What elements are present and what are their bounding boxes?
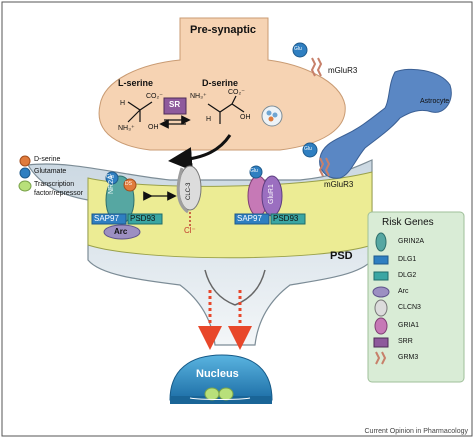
psd93-right-label: PSD93 bbox=[273, 214, 299, 223]
astrocyte-label: Astrocyte bbox=[420, 98, 450, 105]
risk-gene-dlg1: DLG1 bbox=[398, 256, 417, 263]
sr-enzyme-label: SR bbox=[169, 100, 181, 109]
d-serine-oh: OH bbox=[240, 114, 251, 121]
mglur3-bottom-label: mGluR3 bbox=[324, 180, 354, 189]
arc-protein bbox=[103, 224, 141, 240]
transcription-factor-2 bbox=[218, 387, 234, 401]
presynaptic-terminal bbox=[98, 17, 346, 151]
presynaptic-label: Pre-synaptic bbox=[190, 24, 257, 36]
risk-gene-grm3: GRM3 bbox=[398, 354, 419, 361]
clc3-channel bbox=[176, 165, 202, 214]
glu-badge-bottom: Glu bbox=[304, 146, 312, 152]
d-serine-structure bbox=[207, 95, 245, 124]
key-glutamate-label: Glutamate bbox=[34, 168, 67, 175]
key-transcription-label: Transcription bbox=[34, 181, 75, 188]
risk-gene-icons bbox=[372, 232, 390, 365]
chloride-label: Cl⁻ bbox=[184, 226, 196, 235]
l-serine-label: L-serine bbox=[118, 78, 154, 88]
journal-credit: Current Opinion in Pharmacology bbox=[364, 428, 469, 435]
key-dserine-label: D-serine bbox=[34, 156, 61, 163]
clcn3-icon bbox=[374, 299, 388, 317]
risk-gene-dlg2: DLG2 bbox=[398, 272, 417, 279]
arc-label: Arc bbox=[114, 227, 128, 236]
mglur3-top-label: mGluR3 bbox=[328, 66, 358, 75]
mglur3-bottom-receptor bbox=[302, 142, 331, 177]
arc-icon bbox=[372, 286, 390, 298]
d-serine-co2: CO₂⁻ bbox=[228, 89, 245, 96]
l-serine-oh: OH bbox=[148, 124, 159, 131]
key-dserine-icon bbox=[19, 155, 31, 167]
risk-gene-grin2a: GRIN2A bbox=[398, 238, 425, 245]
glu-badge-glur1: Glu bbox=[250, 168, 258, 174]
risk-gene-clcn3: CLCN3 bbox=[398, 304, 421, 311]
d-serine-nh3: NH₃⁺ bbox=[190, 93, 207, 100]
srr-icon bbox=[373, 337, 389, 348]
glur1-label: GluR1 bbox=[268, 184, 275, 204]
sap97-right-box bbox=[234, 213, 270, 225]
psd93-left-box bbox=[127, 213, 163, 225]
glu-badge-nr2a: Glu bbox=[106, 174, 114, 180]
grm3-icon bbox=[375, 351, 387, 365]
nucleus-base bbox=[170, 396, 272, 404]
vesicle-dserine bbox=[268, 116, 274, 122]
risk-genes-title: Risk Genes bbox=[382, 217, 434, 228]
transcription-factor-1 bbox=[204, 387, 220, 401]
release-arrow bbox=[168, 134, 232, 172]
psd93-left-label: PSD93 bbox=[130, 214, 156, 223]
l-serine-structure bbox=[127, 101, 153, 123]
dna-strand bbox=[189, 397, 251, 400]
psd93-right-box bbox=[270, 213, 306, 225]
l-serine-co2: CO₂⁻ bbox=[146, 93, 163, 100]
d-serine-label: D-serine bbox=[202, 78, 239, 88]
psd-label: PSD bbox=[330, 250, 353, 262]
l-serine-h: H bbox=[120, 100, 126, 107]
dlg1-icon bbox=[373, 255, 389, 265]
dlg2-icon bbox=[373, 271, 389, 281]
risk-gene-gria1: GRIA1 bbox=[398, 322, 420, 329]
vesicle-glutamate-1 bbox=[266, 110, 272, 116]
risk-gene-srr: SRR bbox=[398, 338, 413, 345]
risk-gene-arc: Arc bbox=[398, 288, 409, 295]
l-serine-nh3: NH₃⁺ bbox=[118, 125, 135, 132]
nr2a-label: NR2A bbox=[108, 175, 115, 194]
nucleus-label: Nucleus bbox=[196, 368, 239, 380]
clc3-label: CLC-3 bbox=[186, 182, 192, 200]
sap97-right-label: SAP97 bbox=[237, 214, 262, 223]
risk-genes-panel bbox=[367, 211, 465, 383]
key-repressor-label: factor/repressor bbox=[34, 190, 84, 197]
vesicle-glutamate-2 bbox=[272, 112, 278, 118]
astrocyte-shape bbox=[319, 68, 452, 179]
signal-convergence-lines bbox=[204, 269, 266, 306]
grin2a-icon bbox=[375, 232, 387, 252]
sr-enzyme bbox=[163, 97, 187, 115]
sap97-left-box bbox=[91, 213, 127, 225]
sap97-left-label: SAP97 bbox=[94, 214, 119, 223]
d-serine-h: H bbox=[206, 116, 212, 123]
mglur3-top-receptor bbox=[292, 42, 323, 77]
vesicle bbox=[261, 105, 283, 127]
key-transcription-icon bbox=[18, 180, 32, 192]
ds-badge-nr2a: DS bbox=[125, 181, 132, 187]
key-glutamate-icon bbox=[19, 167, 31, 179]
glur1-receptor bbox=[247, 165, 283, 217]
nucleus-shape bbox=[169, 354, 273, 401]
gria1-icon bbox=[374, 317, 388, 335]
glu-badge-top: Glu bbox=[294, 46, 302, 52]
